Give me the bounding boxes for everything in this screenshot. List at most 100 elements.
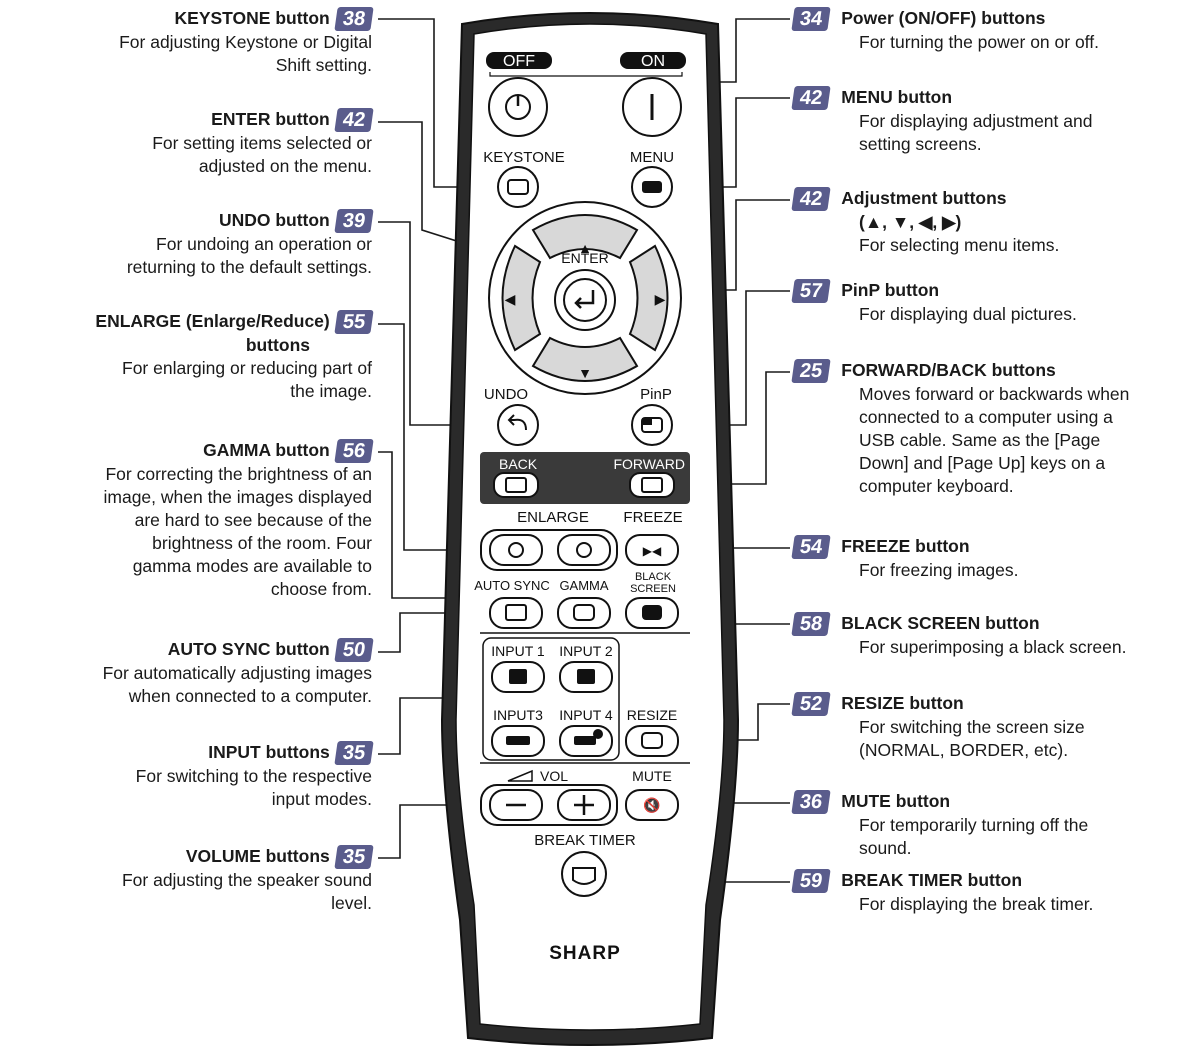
page-badge: 56 <box>334 439 374 463</box>
callout-desc: For displaying adjustment and <box>859 111 1093 131</box>
callout-title: PinP button <box>841 280 940 300</box>
callout-desc: the image. <box>290 381 372 401</box>
callout-desc: USB cable. Same as the [Page <box>859 430 1101 450</box>
freeze-button[interactable] <box>625 534 679 566</box>
page-badge: 52 <box>791 692 831 716</box>
callout-title: FORWARD/BACK buttons <box>841 360 1056 380</box>
callout-desc: For correcting the brightness of an <box>105 464 372 484</box>
keystone-icon <box>507 179 529 195</box>
input-group-frame <box>482 637 620 761</box>
callout-desc: setting screens. <box>859 134 982 154</box>
down-arrow-icon: ▼ <box>578 365 592 381</box>
callout-title: Power (ON/OFF) buttons <box>841 8 1046 28</box>
left-arrow-icon: ◀ <box>505 291 516 307</box>
callout-title: MENU button <box>841 87 953 107</box>
power-off-button[interactable] <box>488 77 548 137</box>
auto-sync-label: AUTO SYNC <box>474 578 550 593</box>
brand-logo: SHARP <box>549 943 621 964</box>
callout-desc: For displaying dual pictures. <box>859 304 1077 324</box>
resize-button[interactable] <box>625 725 679 757</box>
mute-icon: 🔇 <box>643 797 660 814</box>
enlarge-button[interactable] <box>557 534 611 566</box>
undo-button[interactable] <box>497 404 539 446</box>
callout-desc: level. <box>331 893 372 913</box>
callout-title-2: buttons <box>245 335 310 355</box>
forward-label: FORWARD <box>613 456 685 472</box>
left-button[interactable] <box>501 244 542 352</box>
callout-black-screen: 58 BLACK SCREEN button For superimposing … <box>791 612 1178 659</box>
screen-label: SCREEN <box>630 583 676 595</box>
auto-sync-button[interactable] <box>489 597 543 629</box>
callout-desc: For temporarily turning off the <box>859 815 1089 835</box>
input3-icon <box>506 736 530 745</box>
input4-icon <box>574 736 596 745</box>
gamma-button[interactable] <box>557 597 611 629</box>
forward-button[interactable] <box>629 472 675 498</box>
callout-desc: when connected to a computer. <box>128 686 372 706</box>
down-button[interactable] <box>531 336 639 382</box>
callout-desc: adjusted on the menu. <box>198 156 372 176</box>
menu-icon <box>642 181 662 193</box>
reduce-button[interactable] <box>489 534 543 566</box>
callout-desc: For freezing images. <box>859 560 1019 580</box>
cup-icon <box>572 867 596 885</box>
callout-title: AUTO SYNC button <box>167 639 330 659</box>
callout-title: ENLARGE (Enlarge/Reduce) <box>95 311 330 331</box>
on-label-bg <box>620 52 686 69</box>
back-button[interactable] <box>493 472 539 498</box>
callout-desc: Down] and [Page Up] keys on a <box>859 453 1106 473</box>
zoom-in-icon <box>576 542 592 558</box>
callout-title: VOLUME buttons <box>185 846 330 866</box>
freeze-icon: ▶◀ <box>643 544 662 558</box>
callout-desc: For superimposing a black screen. <box>859 637 1127 657</box>
break-timer-button[interactable] <box>561 851 607 897</box>
undo-icon <box>507 414 527 431</box>
callout-title: Adjustment buttons <box>841 188 1007 208</box>
callout-title: BLACK SCREEN button <box>841 613 1040 633</box>
off-label-bg <box>486 52 552 69</box>
right-button[interactable] <box>628 244 669 352</box>
input4-label: INPUT 4 <box>559 707 613 723</box>
off-label: OFF <box>503 53 535 70</box>
callout-desc: are hard to see because of the <box>134 510 372 530</box>
callout-desc: For turning the power on or off. <box>859 32 1099 52</box>
mute-button[interactable] <box>625 789 679 821</box>
resize-icon <box>641 732 663 749</box>
page-badge: 50 <box>334 638 374 662</box>
callout-desc: sound. <box>859 838 912 858</box>
forward-icon <box>641 477 663 493</box>
callout-title-2: (▲, ▼, ◀, ▶) <box>859 212 962 232</box>
up-button[interactable] <box>531 214 639 260</box>
callout-desc: For enlarging or reducing part of <box>122 358 372 378</box>
page-badge: 58 <box>791 612 831 636</box>
input2-label: INPUT 2 <box>559 643 613 659</box>
input2-icon <box>577 669 595 684</box>
undo-label: UNDO <box>484 386 528 403</box>
page-badge: 55 <box>334 310 374 334</box>
callout-title: GAMMA button <box>203 440 330 460</box>
callout-title: MUTE button <box>841 791 951 811</box>
enter-label: ENTER <box>561 250 608 266</box>
input1-label: INPUT 1 <box>491 643 545 659</box>
gamma-icon <box>573 604 595 621</box>
remote-control: OFF ON KEYSTONE MENU ▲ ▼ ◀ ▶ ENTER UNDO … <box>440 12 740 1046</box>
up-arrow-icon: ▲ <box>578 240 592 256</box>
mute-label: MUTE <box>632 768 672 784</box>
callout-desc: choose from. <box>270 579 372 599</box>
black-screen-icon <box>642 605 662 620</box>
menu-label: MENU <box>630 149 674 166</box>
callout-enlarge: ENLARGE (Enlarge/Reduce)55 buttons For e… <box>2 310 374 403</box>
callout-title: FREEZE button <box>841 536 970 556</box>
enlarge-label: ENLARGE <box>517 509 589 526</box>
callout-title: KEYSTONE button <box>174 8 330 28</box>
keystone-button[interactable] <box>497 166 539 208</box>
